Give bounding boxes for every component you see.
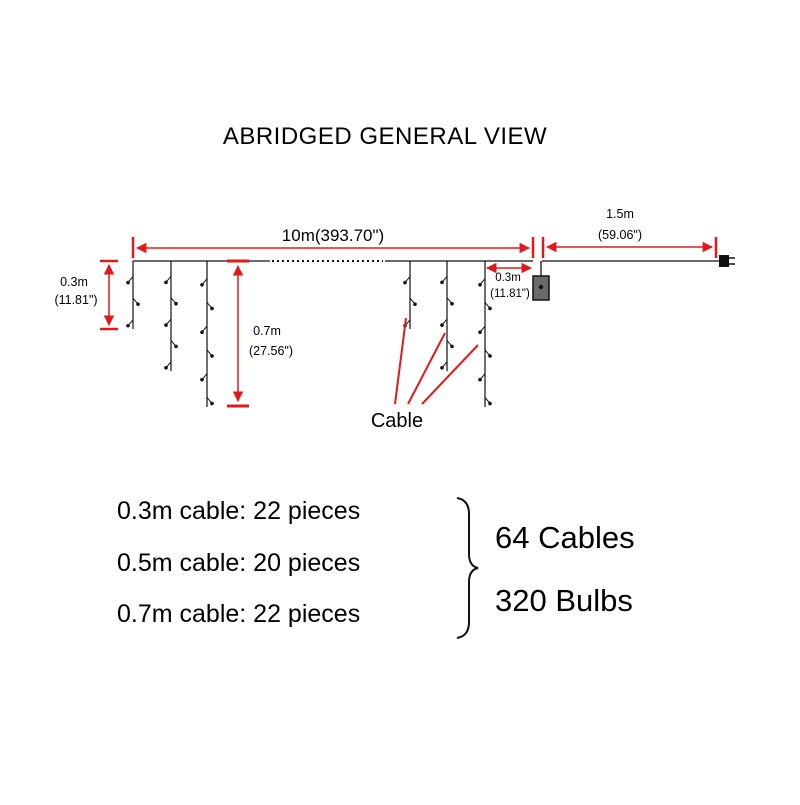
bulb-icon	[200, 377, 204, 382]
bulb-icon	[478, 282, 482, 287]
icicle-drop	[126, 261, 140, 329]
total-cables: 64 Cables	[495, 520, 635, 555]
bulb-icon	[126, 323, 130, 328]
bulb-icon	[210, 306, 214, 311]
spacing-inch-label: (11.81")	[490, 288, 530, 300]
icicle-drop	[200, 261, 214, 407]
bulb-icon	[450, 301, 454, 306]
bulb-icon	[126, 280, 130, 285]
drop-short-dimension	[100, 259, 118, 331]
bulb-icon	[174, 301, 178, 306]
drop-short-inch-label: (11.81")	[54, 293, 97, 307]
drop-long-inch-label: (27.56")	[249, 344, 293, 358]
icicle-drops	[126, 261, 492, 407]
bulb-icon	[136, 302, 140, 306]
bulb-icon	[174, 344, 178, 349]
bulb-icon	[164, 323, 168, 327]
spec-line-1: 0.3m cable: 22 pieces	[117, 497, 360, 525]
drop-long-dimension	[227, 259, 249, 408]
icicle-drop	[164, 261, 178, 371]
total-length-dimension	[131, 237, 535, 258]
cable-pointer-lines	[394, 317, 479, 405]
bulb-icon	[200, 282, 204, 287]
lead-length-dimension	[541, 237, 718, 258]
drop-short-label: 0.3m	[60, 275, 88, 289]
bulb-icon	[488, 401, 492, 406]
bulb-icon	[200, 330, 204, 335]
bulb-icon	[413, 302, 417, 306]
icicle-drop	[440, 261, 454, 371]
lead-length-inch-label: (59.06")	[598, 228, 642, 242]
bulb-icon	[403, 280, 407, 285]
bulb-icon	[164, 365, 168, 370]
bulb-icon	[440, 365, 444, 370]
drop-long-label: 0.7m	[253, 324, 281, 338]
spec-line-3: 0.7m cable: 22 pieces	[117, 600, 360, 628]
spacing-label: 0.3m	[495, 272, 521, 284]
icicle-drop	[478, 261, 492, 407]
cable-label: Cable	[371, 410, 423, 432]
spec-line-2: 0.5m cable: 20 pieces	[117, 549, 360, 577]
bulb-icon	[478, 377, 482, 382]
bulb-icon	[440, 280, 444, 285]
bulb-icon	[478, 330, 482, 335]
lead-length-label: 1.5m	[606, 207, 634, 221]
bulb-icon	[164, 280, 168, 285]
bulb-icon	[210, 354, 214, 358]
controller-box-icon	[532, 261, 550, 301]
bulb-icon	[488, 354, 492, 358]
bulb-icon	[488, 306, 492, 311]
total-bulbs: 320 Bulbs	[495, 583, 633, 618]
diagram-title: ABRIDGED GENERAL VIEW	[223, 123, 547, 150]
curly-brace-icon	[456, 497, 479, 639]
bulb-icon	[440, 323, 444, 327]
bulb-icon	[450, 344, 454, 349]
bulb-icon	[210, 401, 214, 406]
power-plug-icon	[719, 255, 735, 267]
total-length-label: 10m(393.70")	[282, 226, 384, 245]
